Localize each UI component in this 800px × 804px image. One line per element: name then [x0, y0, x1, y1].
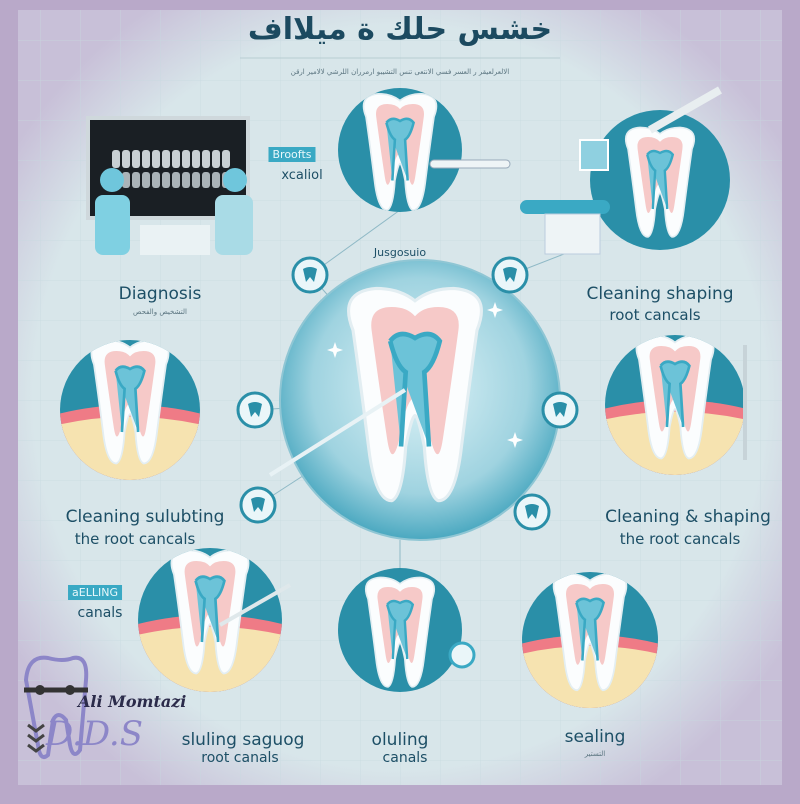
tooth-glyph-icon — [553, 402, 567, 417]
file-instrument-icon — [219, 583, 291, 627]
tooth-icon — [624, 126, 696, 238]
tooth-icon — [347, 286, 483, 503]
tooth-logo-icon — [23, 655, 89, 759]
sparkle-icon — [327, 342, 343, 358]
subtitle: ﺍﻟﺎﻟﻌﺮﻟﻌﻴﻘﺮ ﺭ ﺍﻟﻌﺴﺮ ﻓﺴﻲ ﺍﻟﺎﻧﺘﻌﻰ ﺗﻨﺲ ﺍﻟﺘﺸ… — [290, 68, 510, 76]
filling-tag: aELLING — [68, 585, 122, 600]
top-right-line1: Cleaning shaping — [586, 284, 734, 304]
tooth-glyph-icon — [248, 402, 262, 417]
logo-name: Ali Momtazi — [78, 692, 187, 711]
logo: Ali Momtazi D.D.S — [18, 650, 186, 770]
xray-tag: Broofts — [268, 147, 316, 162]
tooth-glyph-icon — [525, 504, 539, 519]
drill-icon — [429, 159, 511, 169]
diagnosis-caption: ﺍﻟﺘﺸﺨﻴﺺ ﻭﺍﻟﻔﺤﺺ — [133, 308, 187, 316]
dental-chair-icon — [520, 86, 722, 255]
step-circles — [60, 86, 747, 708]
logo-degree: D.D.S — [46, 714, 144, 754]
diagnosis-label: Diagnosis — [118, 284, 202, 304]
tooth-icon — [522, 572, 658, 708]
tooth-icon — [60, 340, 200, 480]
spiral-icon — [448, 641, 476, 669]
sparkle-icon — [507, 432, 523, 448]
top-center-label: Jusgosuio — [373, 246, 427, 259]
sparkle-icon — [487, 302, 503, 318]
connector-line — [309, 209, 401, 276]
top-right-circle — [590, 110, 730, 250]
bottom-left-line1: sluling saguog — [181, 730, 305, 750]
left-middle-circle — [60, 340, 200, 480]
page-title: ﺧﺸﺲ ﺣﻠﻚ ﺓ ﻣﻴﻼﺍﻑ — [247, 12, 553, 47]
bottom-right-caption: ﺍﻟﺘﺴﺘﻴﺮ — [584, 750, 606, 758]
tooth-icon — [362, 92, 438, 212]
tooth-glyph-icon — [303, 267, 317, 282]
top-center-circle — [338, 88, 462, 212]
right-middle-line2: the root cancals — [619, 530, 741, 548]
tooth-glyph-icon — [503, 267, 517, 282]
bottom-right-circle — [522, 572, 658, 708]
filling-label: canals — [77, 605, 123, 621]
doctor-icon — [100, 168, 124, 192]
bottom-middle-circle — [338, 568, 462, 692]
bottom-middle-line1: oluling — [371, 730, 429, 750]
center-tooth-circle — [268, 259, 561, 541]
bottom-left-line2: root canals — [201, 750, 279, 766]
tooth-icon — [364, 576, 436, 688]
bottom-left-circle — [138, 548, 282, 692]
dental-file-icon — [268, 388, 407, 477]
left-middle-line2: the root cancals — [74, 530, 196, 548]
xray-label: xcaliol — [281, 168, 323, 183]
xray-monitor — [86, 116, 253, 255]
left-middle-line1: Cleaning sulubting — [65, 507, 225, 527]
right-middle-line1: Cleaning & shaping — [605, 507, 771, 527]
bottom-right-line1: sealing — [564, 727, 626, 747]
tooth-icon — [605, 335, 745, 475]
top-right-line2: root cancals — [609, 306, 701, 324]
doctor-icon — [223, 168, 247, 192]
right-middle-circle — [605, 335, 745, 475]
tooth-glyph-icon — [251, 497, 265, 512]
bottom-middle-line2: canals — [382, 750, 428, 766]
